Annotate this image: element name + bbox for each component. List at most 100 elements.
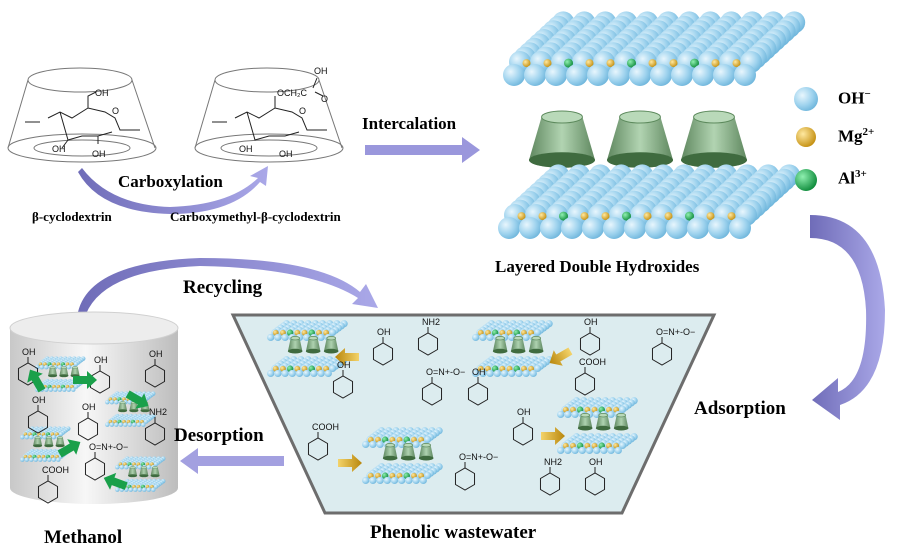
oh-sphere [472,369,480,378]
cone-rim [541,110,583,124]
al-ion [685,211,694,221]
cone-base [492,348,508,354]
oh-sphere [141,422,146,427]
phenol-formula: OH [94,355,108,365]
recycling-label: Recycling [183,277,263,298]
oh-sphere [582,217,604,239]
ldh-cd-composite [472,320,553,378]
cone-rim [403,442,413,448]
oh-sphere [38,457,43,462]
benzoic-acid-formula: COOH [312,422,339,432]
cone-rim [308,335,318,341]
oh-sphere [624,217,646,239]
oh-sphere [47,457,52,462]
oh-sphere [557,446,565,455]
cone-rim [513,335,523,341]
oh-sphere [133,487,138,492]
oh-sphere [137,487,143,492]
oh-sphere [486,369,494,378]
aniline-formula: NH2 [149,407,167,417]
phenol-molecule: OH [332,360,354,399]
oh-sphere [603,217,625,239]
oh-sphere [132,422,137,427]
svg-text:OH: OH [52,144,66,154]
svg-text:OH: OH [279,149,293,159]
phenol-formula: OH [149,349,163,359]
oh-sphere [619,441,627,449]
oh-sphere [383,476,391,485]
oh-sphere [105,399,110,405]
oh-sphere [503,64,525,86]
cone-rim [152,466,159,469]
legend-al-label: Al3+ [838,168,867,188]
oh-sphere [671,64,693,86]
cone-rim [119,401,126,404]
legend-oh-label: OH− [838,88,871,108]
oh-sphere [708,217,730,239]
oh-sphere [73,384,79,389]
oh-sphere [571,410,579,419]
oh-sphere [29,434,34,440]
oh-sphere [42,457,48,462]
mg-ion [585,59,594,68]
oh-sphere [310,369,318,378]
al-ion [564,58,573,68]
wastewater-tank [230,313,717,515]
cone-base [139,474,149,478]
oh-sphere [153,484,159,489]
mg-ion [727,212,736,221]
oh-sphere [151,487,156,492]
phenol-molecule: OH [584,457,606,496]
legend-mg-label: Mg2+ [838,126,875,146]
nitrobenzene-formula: O=N+-O− [89,442,128,452]
cone-base [33,444,43,448]
benzoic-acid-formula: COOH [42,465,69,475]
phenol-molecule: OH [579,317,601,356]
oh-sphere [119,464,125,470]
desorption-label: Desorption [174,425,264,446]
nitrobenzene-formula: O=N+-O− [656,327,695,337]
oh-sphere [267,333,275,342]
oh-sphere [614,446,622,455]
cone-rim [140,466,147,469]
oh-sphere [498,217,520,239]
phenol-formula: OH [337,360,351,370]
oh-sphere [127,422,133,427]
oh-sphere [424,471,432,479]
oh-sphere [479,369,487,378]
oh-sphere [500,369,509,378]
oh-sphere [650,64,672,86]
gold-arrow-icon [541,427,565,445]
oh-sphere [629,64,651,86]
oh-sphere [39,364,45,370]
mg-ion [517,212,526,221]
benzoic-acid-molecule: COOH [37,465,69,504]
oh-sphere [51,457,57,462]
oh-sphere [303,369,311,378]
green-arrow-icon [57,439,81,458]
oh-sphere [692,64,714,86]
svg-text:OCH₂C: OCH₂C [277,88,307,98]
mg-ion [706,212,715,221]
oh-sphere [73,361,79,367]
oh-sphere [564,410,572,419]
ldh-top-layer [503,11,806,86]
oh-sphere [57,387,63,392]
cone-base [595,425,611,431]
oh-sphere [607,410,615,419]
cone-rim [580,412,590,418]
mg-ion [664,212,673,221]
oh-sphere [274,369,282,378]
nitrobenzene-molecule: O=N+-O− [421,367,465,406]
wastewater-label: Phenolic wastewater [370,522,537,543]
oh-sphere [578,446,586,455]
oh-sphere [405,476,413,485]
oh-sphere [295,369,304,378]
nitrobenzene-formula: O=N+-O− [459,452,498,462]
mg-ion [522,59,531,68]
beta-cyclodextrin-label: β-cyclodextrin [32,209,112,224]
oh-sphere [58,431,64,437]
oh-sphere [390,476,399,485]
svg-text:OH: OH [314,66,328,76]
